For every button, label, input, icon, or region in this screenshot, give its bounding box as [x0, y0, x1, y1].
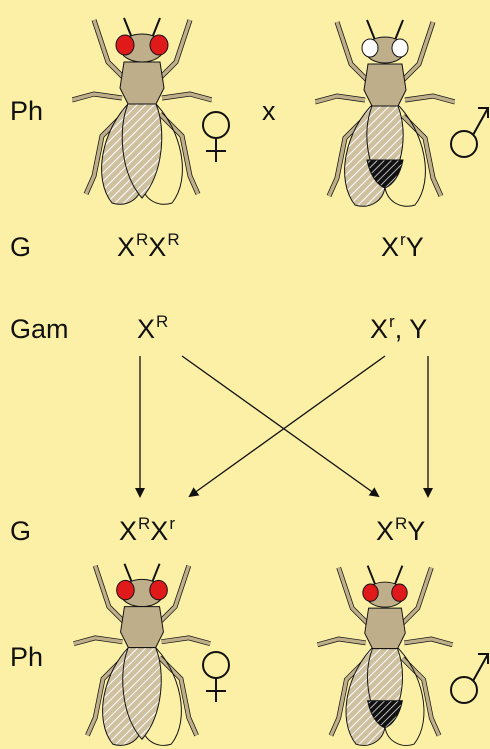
eye-right	[392, 39, 408, 57]
antenna-right	[395, 566, 403, 585]
male-symbol-offspring	[448, 650, 490, 708]
female-symbol-parent	[198, 108, 234, 164]
arrow-male-x-to-female-offspring	[190, 356, 385, 496]
antenna-left	[367, 20, 375, 40]
thorax	[364, 64, 406, 106]
eye-left	[363, 584, 378, 601]
thorax	[120, 62, 164, 104]
eye-right	[150, 35, 168, 55]
fly-offspring-male	[315, 556, 455, 749]
female-symbol-offspring	[198, 648, 234, 704]
eye-right	[150, 580, 168, 600]
eye-left	[117, 580, 135, 600]
eye-left	[362, 39, 378, 57]
fly-offspring-female	[72, 554, 212, 749]
eye-right	[392, 584, 407, 601]
antenna-right	[395, 20, 403, 40]
eye-left	[116, 35, 134, 55]
thorax	[121, 607, 164, 648]
arrow-female-to-male-offspring	[182, 356, 378, 496]
male-symbol-parent	[448, 104, 490, 162]
fly-parent-female	[72, 8, 212, 208]
fly-parent-male	[315, 10, 455, 210]
antenna-left	[368, 566, 376, 585]
thorax	[365, 608, 406, 649]
